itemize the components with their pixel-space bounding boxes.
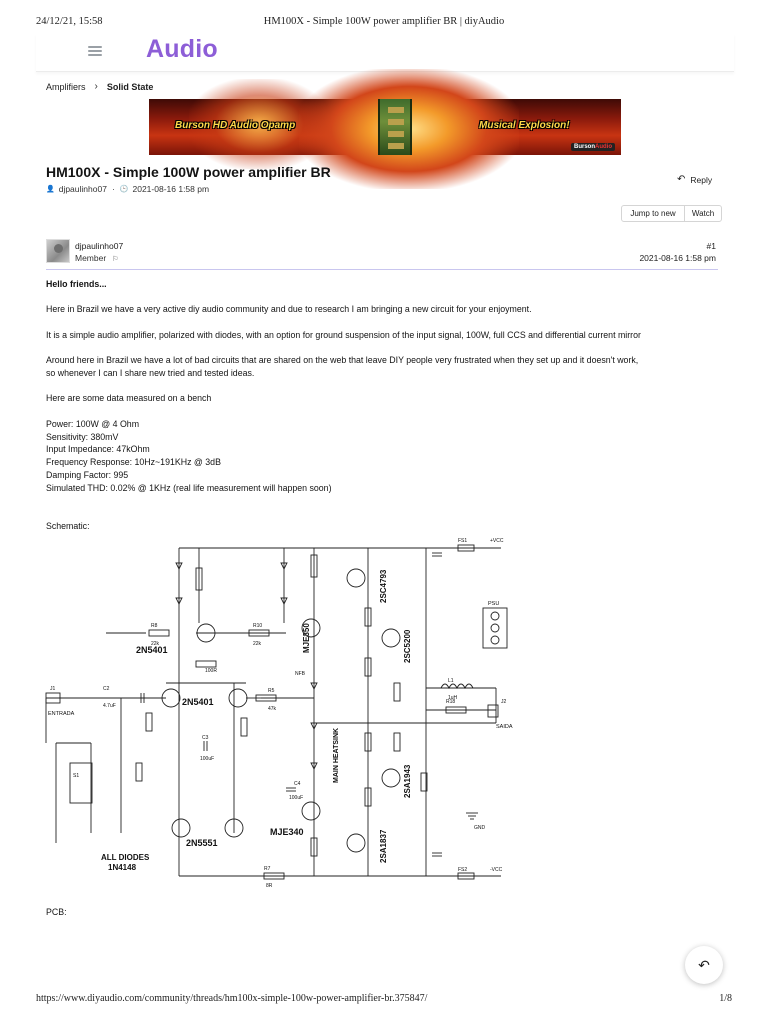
banner-left-text: Burson HD Audio Opamp bbox=[175, 120, 296, 131]
reply-label: Reply bbox=[690, 174, 713, 185]
banner-ad[interactable]: Burson HD Audio Opamp Musical Explosion!… bbox=[149, 69, 621, 189]
site-header: Audio bbox=[36, 34, 734, 72]
reply-arrow-icon: ↶ bbox=[677, 174, 686, 185]
thread-date[interactable]: 2021-08-16 1:58 pm bbox=[132, 184, 210, 194]
label-r10-value: 22k bbox=[253, 641, 262, 647]
label-r5: R5 bbox=[268, 688, 275, 694]
label-2n5551: 2N5551 bbox=[186, 838, 218, 848]
breadcrumb-solid-state[interactable]: Solid State bbox=[106, 81, 154, 92]
label-entrada: ENTRADA bbox=[48, 711, 75, 717]
post-date[interactable]: 2021-08-16 1:58 pm bbox=[639, 253, 716, 263]
label-r7: R7 bbox=[264, 866, 271, 872]
label-r18: R18 bbox=[446, 699, 455, 705]
post-paragraph: It is a simple audio amplifier, polarize… bbox=[46, 330, 641, 340]
chevron-right-icon: › bbox=[94, 81, 98, 92]
floating-reply-button[interactable]: ↶ bbox=[685, 946, 723, 984]
print-url: https://www.diyaudio.com/community/threa… bbox=[36, 993, 428, 1004]
schematic-image[interactable]: 2N5401 2N5401 2N5551 MJE340 ALL DIODES 1… bbox=[45, 533, 518, 889]
banner-brand-logo: BursonAudio bbox=[571, 143, 615, 151]
label-c3-value: 100uF bbox=[200, 756, 214, 762]
post-author[interactable]: djpaulinho07 bbox=[75, 241, 124, 251]
schematic-label: Schematic: bbox=[46, 521, 90, 531]
label-r1-value: 100R bbox=[205, 668, 217, 674]
label-2sa1837: 2SA1837 bbox=[379, 829, 388, 863]
label-fs2: FS2 bbox=[458, 867, 467, 873]
jump-to-new-button[interactable]: Jump to new bbox=[621, 205, 685, 222]
label-c4-value: 100uF bbox=[289, 795, 303, 801]
thread-title: HM100X - Simple 100W power amplifier BR bbox=[46, 164, 331, 180]
post-greeting: Hello friends... bbox=[46, 279, 107, 289]
label-1n4148: 1N4148 bbox=[108, 863, 137, 872]
pcb-label: PCB: bbox=[46, 907, 67, 917]
clock-icon: 🕒 bbox=[119, 186, 129, 193]
spec-line: Sensitivity: 380mV bbox=[46, 431, 119, 442]
spec-line: Power: 100W @ 4 Ohm bbox=[46, 419, 140, 429]
breadcrumb-amplifiers[interactable]: Amplifiers bbox=[46, 81, 86, 92]
reply-button[interactable]: ↶ Reply bbox=[677, 174, 712, 185]
label-psu: PSU bbox=[488, 601, 499, 607]
label-c4: C4 bbox=[294, 781, 301, 787]
spec-line: Simulated THD: 0.02% @ 1KHz (real life m… bbox=[46, 482, 332, 493]
banner-right-text: Musical Explosion! bbox=[479, 120, 570, 131]
print-title: HM100X - Simple 100W power amplifier BR … bbox=[263, 16, 505, 27]
post-paragraph: so whenever I can I share new tried and … bbox=[46, 368, 255, 378]
label-j1: J1 bbox=[50, 686, 56, 692]
label-gnd: GND bbox=[474, 825, 486, 831]
label-fs1: FS1 bbox=[458, 538, 467, 544]
label-mje350: MJE350 bbox=[302, 623, 311, 653]
watch-button[interactable]: Watch bbox=[684, 205, 722, 222]
label-mje340: MJE340 bbox=[270, 827, 304, 837]
label-r8-value: 22k bbox=[151, 641, 160, 647]
post-role: Member⚐ bbox=[75, 253, 119, 263]
breadcrumb: Amplifiers › Solid State bbox=[46, 81, 153, 92]
label-r7-value: 8R bbox=[266, 883, 273, 889]
spec-line: Input Impedance: 47kOhm bbox=[46, 444, 150, 455]
label-2n5401-pair: 2N5401 bbox=[182, 697, 214, 707]
label-all-diodes: ALL DIODES bbox=[101, 853, 150, 862]
label-2sc5200: 2SC5200 bbox=[403, 629, 412, 663]
member-badge-icon: ⚐ bbox=[112, 256, 119, 263]
print-datetime: 24/12/21, 15:58 bbox=[36, 16, 103, 27]
label-l1-value: 1uH bbox=[448, 695, 458, 701]
label-r10: R10 bbox=[253, 623, 262, 629]
label-r8: R8 bbox=[151, 623, 158, 629]
user-icon: 👤 bbox=[46, 186, 55, 193]
post-number[interactable]: #1 bbox=[706, 241, 716, 251]
label-c2-value: 4.7uF bbox=[103, 703, 116, 709]
label-s1: S1 bbox=[73, 773, 79, 779]
label-vcc-neg: -VCC bbox=[490, 867, 503, 873]
label-2n5401: 2N5401 bbox=[136, 645, 168, 655]
print-header: 24/12/21, 15:58 HM100X - Simple 100W pow… bbox=[36, 16, 732, 30]
label-2sc4793: 2SC4793 bbox=[379, 569, 388, 603]
hamburger-icon[interactable] bbox=[88, 46, 102, 58]
opamp-chip-image bbox=[378, 99, 412, 155]
label-r5-value: 47k bbox=[268, 706, 277, 712]
avatar[interactable] bbox=[46, 239, 70, 263]
spec-line: Damping Factor: 995 bbox=[46, 469, 129, 480]
thread-author[interactable]: djpaulinho07 bbox=[58, 184, 107, 194]
site-logo[interactable]: Audio bbox=[146, 35, 218, 63]
label-c2: C2 bbox=[103, 686, 110, 692]
post-paragraph: Around here in Brazil we have a lot of b… bbox=[46, 355, 639, 365]
label-vcc-pos: +VCC bbox=[490, 538, 504, 544]
thread-meta: 👤 djpaulinho07 · 🕒 2021-08-16 1:58 pm bbox=[46, 184, 210, 194]
label-nfb: NFB bbox=[295, 671, 306, 677]
spec-line: Frequency Response: 10Hz~191KHz @ 3dB bbox=[46, 457, 221, 468]
label-j2: J2 bbox=[501, 699, 507, 705]
post-paragraph: Here are some data measured on a bench bbox=[46, 393, 212, 403]
label-l1: L1 bbox=[448, 678, 454, 684]
print-page-number: 1/8 bbox=[719, 993, 732, 1004]
label-main-heatsink: MAIN HEATSINK bbox=[333, 728, 340, 783]
post-paragraph: Here in Brazil we have a very active diy… bbox=[46, 304, 532, 314]
label-saida: SAIDA bbox=[496, 724, 513, 730]
label-2sa1943: 2SA1943 bbox=[403, 764, 412, 798]
reply-arrow-icon: ↶ bbox=[698, 956, 710, 973]
post-header: djpaulinho07 Member⚐ #1 2021-08-16 1:58 … bbox=[46, 239, 718, 270]
label-c3: C3 bbox=[202, 735, 209, 741]
